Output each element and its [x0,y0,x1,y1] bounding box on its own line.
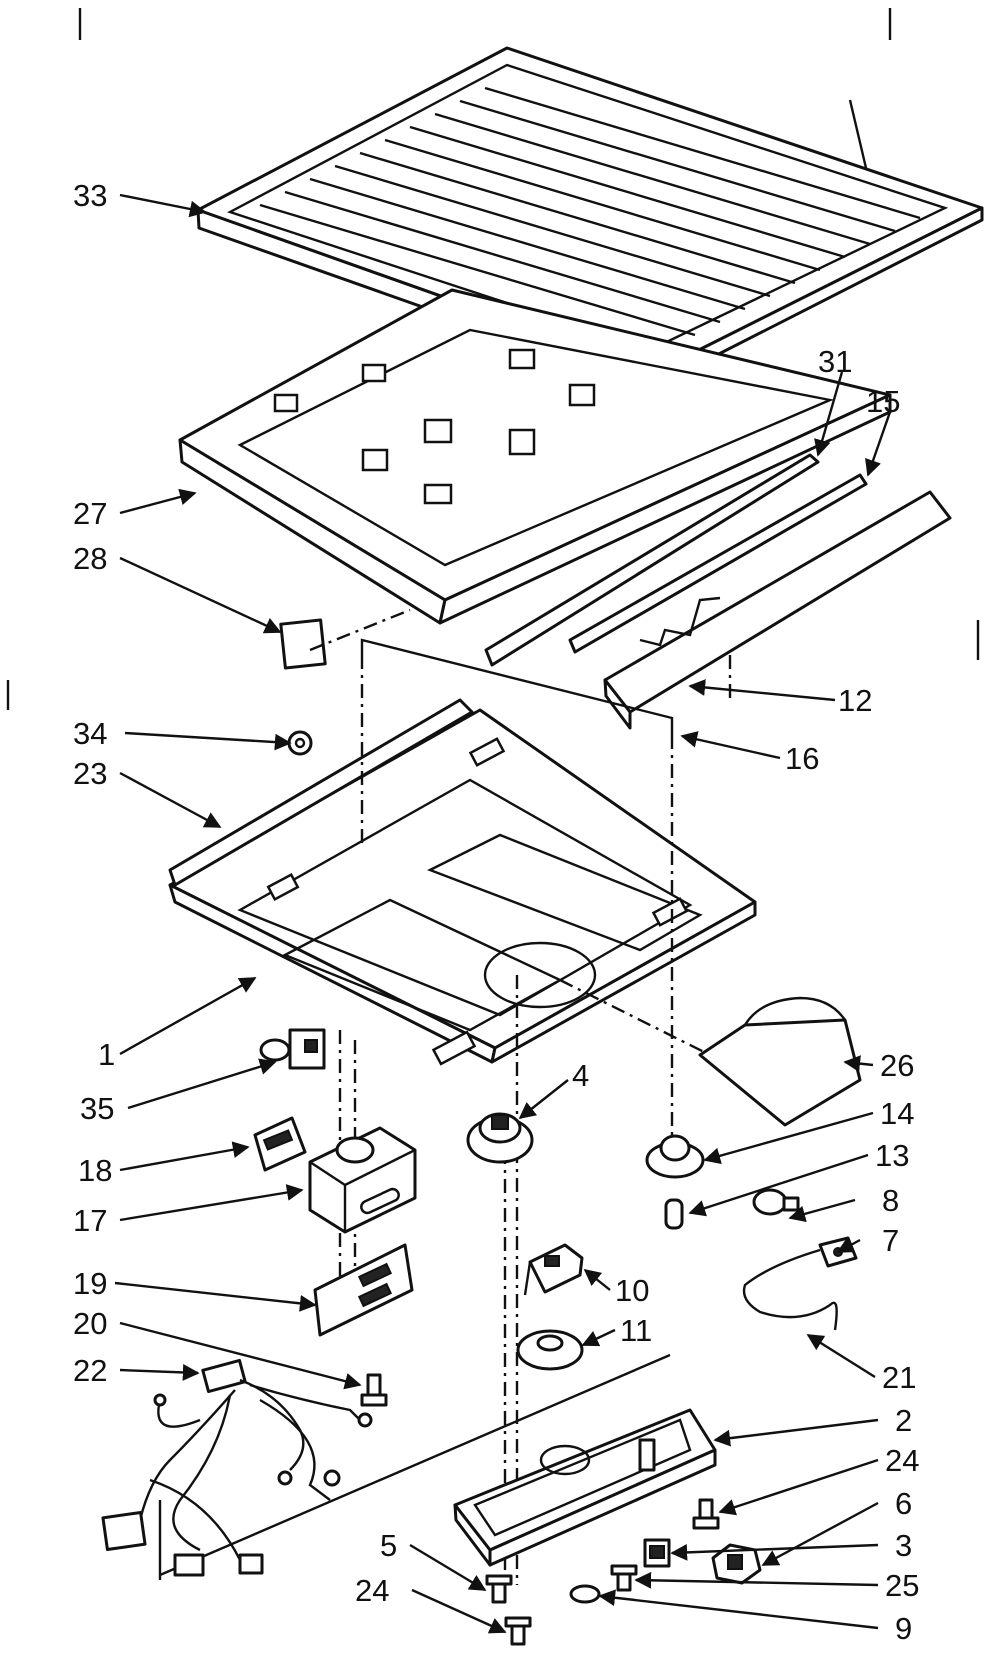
label-16: 16 [785,741,819,776]
label-34: 34 [73,716,107,751]
label-33: 33 [73,178,107,213]
part-11-knob [516,1329,584,1371]
part-3-switch [643,1538,671,1568]
label-10: 10 [615,1273,649,1308]
label-35: 35 [80,1091,114,1126]
part-19-plate [313,1243,414,1337]
label-23: 23 [73,756,107,791]
label-18: 18 [78,1153,112,1188]
part-20-screw [360,1373,388,1407]
part-2-housing [453,1408,717,1567]
part-24-screw-upper [692,1498,720,1530]
part-13-pin [664,1198,684,1230]
label-15: 15 [866,384,900,419]
part-18-bracket [253,1116,307,1172]
label-22: 22 [73,1353,107,1388]
part-6-button [711,1543,762,1585]
part-22-harness [101,1358,373,1577]
part-21-wire [742,1248,838,1331]
label-2: 2 [895,1403,912,1438]
part-1-base-pan [168,698,757,1066]
label-19: 19 [73,1266,107,1301]
label-5: 5 [380,1528,397,1563]
label-14: 14 [880,1096,914,1131]
part-34-grommet [287,730,313,756]
part-17-housing [308,1126,417,1234]
label-12: 12 [838,683,872,718]
label-13: 13 [875,1138,909,1173]
leader-lines [114,193,892,1634]
label-7: 7 [882,1223,899,1258]
label-20: 20 [73,1306,107,1341]
label-26: 26 [880,1048,914,1083]
part-labels: 33 27 28 31 15 34 23 16 12 1 35 18 17 19… [73,178,919,1646]
part-28-block [279,618,327,670]
label-6: 6 [895,1486,912,1521]
part-15-strip [568,473,868,654]
part-16-rod [360,638,674,735]
label-28: 28 [73,541,107,576]
part-5-screw [485,1574,513,1604]
part-27-frame [178,288,892,625]
part-26-cover [698,996,862,1127]
label-24-lower: 24 [355,1573,389,1608]
label-9: 9 [895,1611,912,1646]
part-14-bushing [645,1134,705,1179]
part-9-foot [569,1584,601,1604]
label-1: 1 [98,1037,115,1072]
border-marks [6,8,980,710]
part-8-bulb [752,1188,800,1216]
label-21: 21 [882,1360,916,1395]
label-3: 3 [895,1528,912,1563]
part-24-screw-lower [504,1616,532,1646]
part-31-strip [484,453,820,667]
part-25-screw [610,1564,638,1592]
label-25: 25 [885,1568,919,1603]
label-11: 11 [620,1313,652,1348]
label-8: 8 [882,1183,899,1218]
label-4: 4 [572,1058,589,1093]
label-31: 31 [818,344,852,379]
part-4-knob [466,1112,534,1164]
label-27: 27 [73,496,107,531]
label-17: 17 [73,1203,107,1238]
label-24-upper: 24 [885,1443,919,1478]
part-10-thermostat [523,1243,584,1296]
